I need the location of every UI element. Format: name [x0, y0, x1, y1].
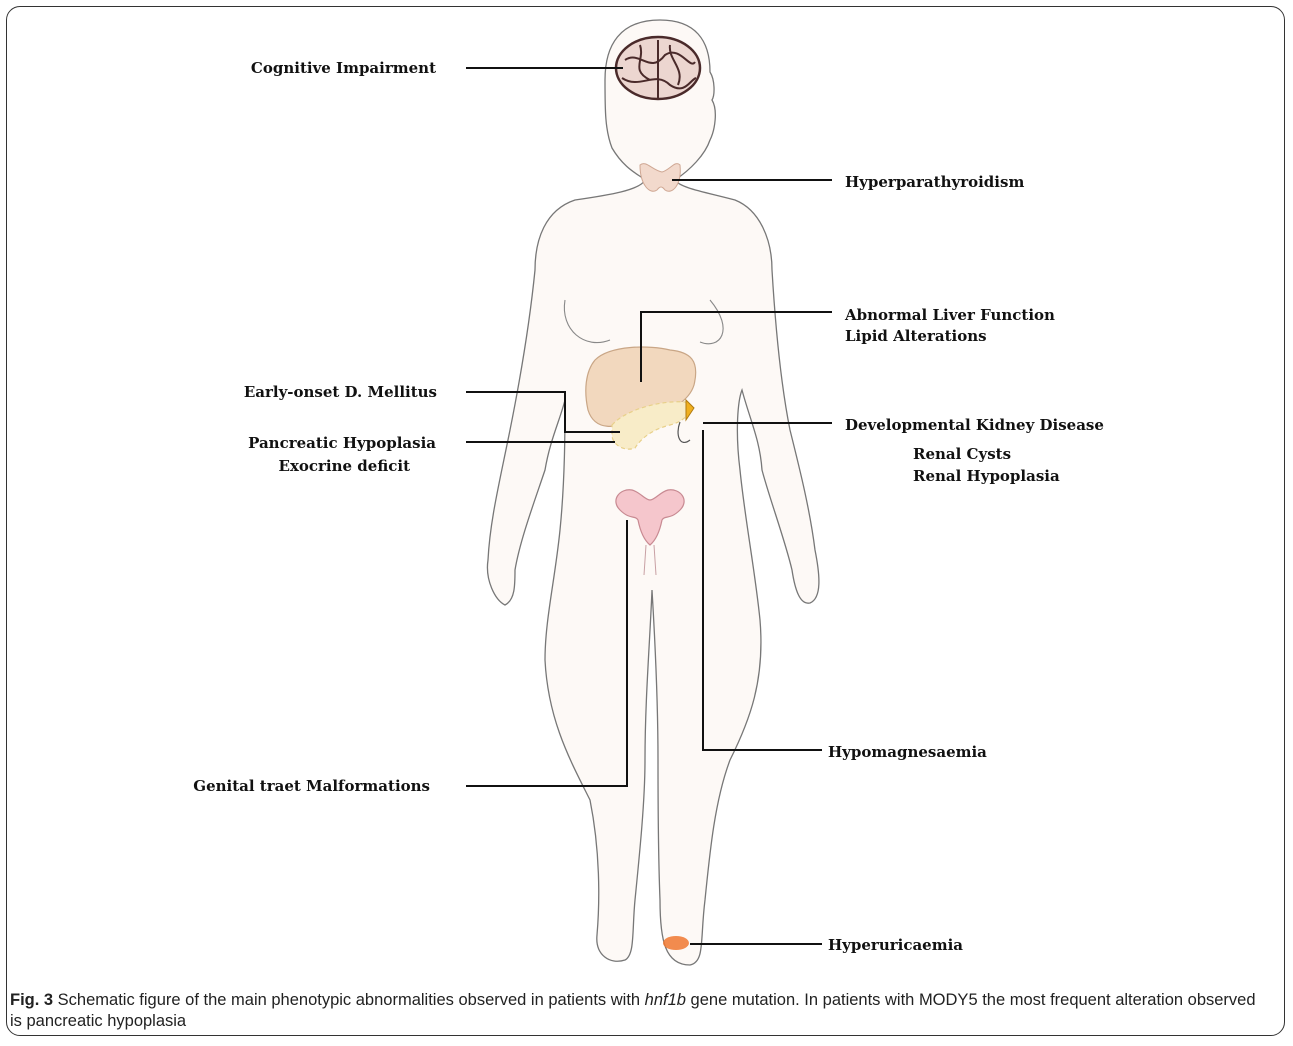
label-lipid-alterations: Lipid Alterations	[845, 327, 987, 345]
caption-text-before: Schematic figure of the main phenotypic …	[53, 991, 645, 1009]
caption-fig-label: Fig. 3	[10, 991, 53, 1009]
label-cognitive-impairment: Cognitive Impairment	[251, 59, 436, 77]
body-diagram: Cognitive Impairment Hyperparathyroidism…	[0, 0, 1293, 990]
label-hyperparathyroidism: Hyperparathyroidism	[845, 173, 1024, 191]
label-renal-hypoplasia: Renal Hypoplasia	[913, 467, 1060, 485]
label-early-onset-diabetes: Early-onset D. Mellitus	[244, 383, 437, 401]
caption-gene: hnf1b	[645, 991, 686, 1009]
label-developmental-kidney-disease: Developmental Kidney Disease	[845, 416, 1104, 434]
label-exocrine-deficit: Exocrine deficit	[279, 457, 411, 475]
label-abnormal-liver-function: Abnormal Liver Function	[844, 306, 1055, 324]
label-hypomagnesaemia: Hypomagnesaemia	[828, 743, 987, 761]
label-genital-tract-malformations: Genital traet Malformations	[193, 777, 430, 795]
label-pancreatic-hypoplasia: Pancreatic Hypoplasia	[248, 434, 436, 452]
body-silhouette	[487, 20, 818, 965]
figure-caption: Fig. 3 Schematic figure of the main phen…	[10, 990, 1272, 1032]
gout-icon	[663, 936, 689, 950]
label-hyperuricaemia: Hyperuricaemia	[828, 936, 963, 954]
brain-icon	[616, 37, 700, 99]
label-renal-cysts: Renal Cysts	[913, 445, 1011, 463]
